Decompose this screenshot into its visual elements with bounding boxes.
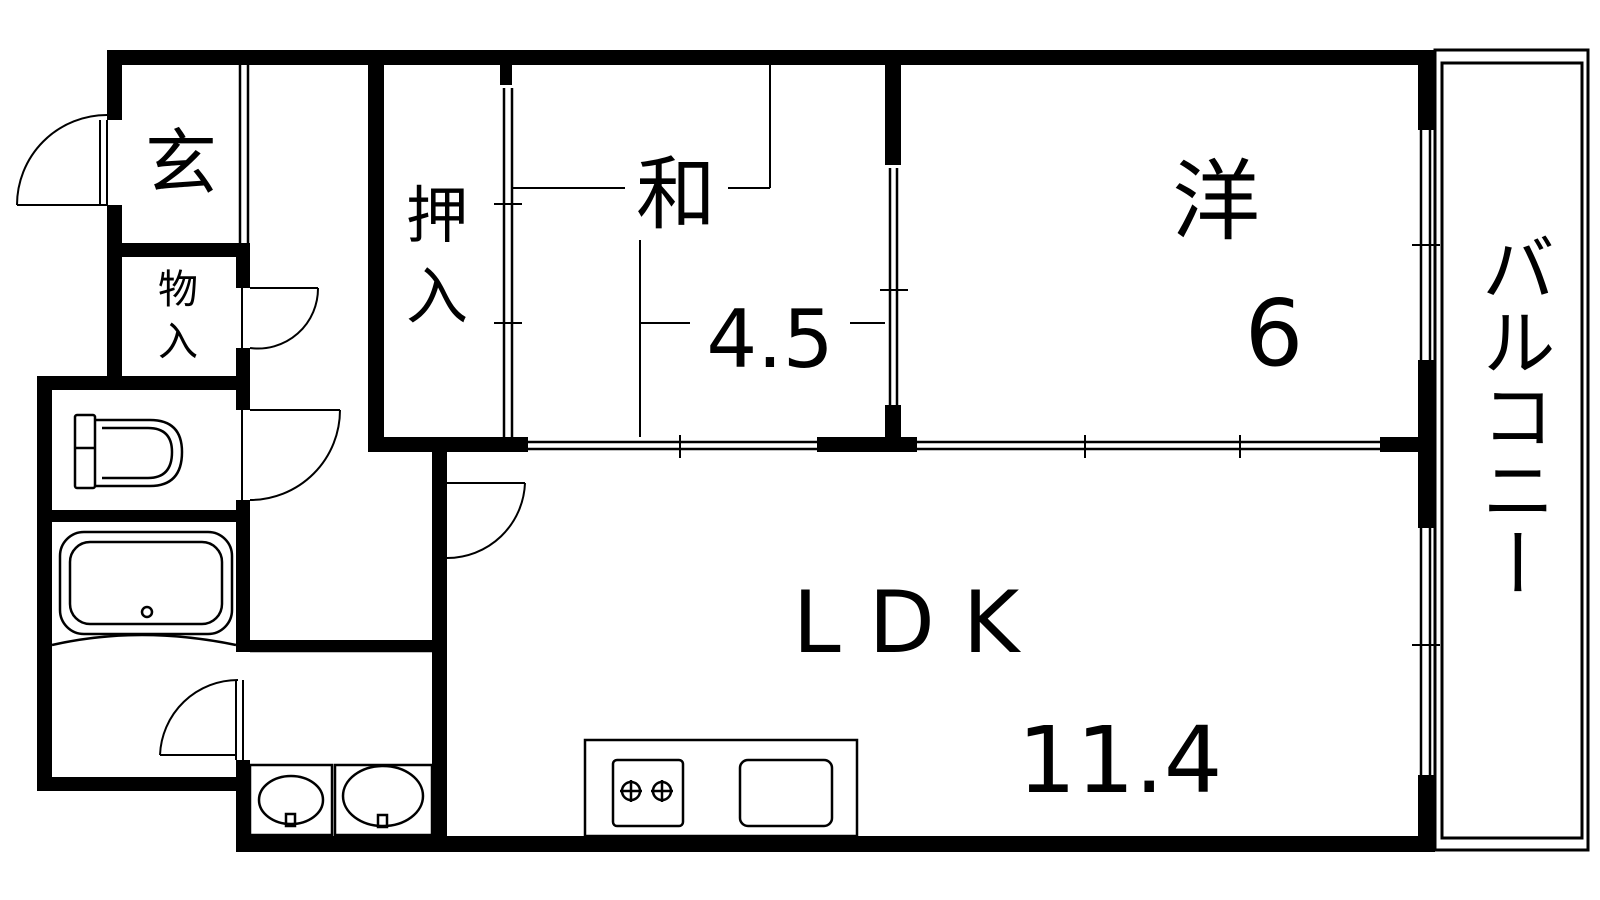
wall-mid-a [817,437,917,452]
wall-wet-top [37,376,250,390]
wall-top [107,50,1435,65]
windows [238,65,1432,775]
stove-icon [611,758,685,828]
storage-label-1: 物 [158,267,198,313]
wall-left-mid [107,205,122,380]
kitchen-counter [583,738,859,838]
japanese-room-label: 和 [636,148,716,241]
wall-bottom [236,836,1435,852]
toilet-icon [73,413,184,490]
window-ticks [494,203,1440,646]
storage-label-2: 入 [158,319,198,365]
bathtub-icon [51,530,237,647]
wall-closet-left [368,50,384,452]
entrance-label: 玄 [145,121,217,205]
washroom-door-arc [159,679,239,756]
walls [37,50,1435,852]
wall-right-c [1418,775,1434,852]
wall-closet-top-stub [500,50,512,85]
wall-wet-left [37,376,52,791]
wall-right-a [1418,50,1434,130]
washbasin-icon [248,763,434,837]
japanese-room-size: 4.5 [706,293,833,386]
wall-toilet-bottom [37,510,250,522]
tatami-lines [512,65,885,437]
doors [16,114,526,760]
balcony-outline [1433,48,1590,852]
wall-storage-right [236,243,250,288]
closet-label-2: 入 [406,260,468,333]
western-room-label: 洋 [1172,150,1260,253]
wall-entrance-bottom [107,243,249,257]
wall-mid-b [1380,437,1420,452]
wall-wet-bottom [37,777,250,791]
toilet-door-arc [249,409,341,501]
front-door-arc [16,114,108,206]
wall-corridor-right [432,460,447,852]
wall-room-divider-top [885,50,901,165]
sink-icon [738,758,834,828]
wall-closet-bottom [368,437,528,452]
wall-wet-right-b [236,500,250,650]
wall-left-upper [107,50,122,120]
storage-door-arc [249,287,320,350]
wall-right-b [1418,360,1434,528]
western-room-size: 6 [1245,280,1304,387]
balcony-label: バルコニー [1469,230,1555,600]
ldk-door-arc [446,482,526,559]
ldk-label: LDK [793,573,1048,673]
ldk-size: 11.4 [1018,707,1223,814]
wall-wet-right-a [236,376,250,410]
wall-storage-right-lower [236,348,250,383]
closet-label-1: 押 [406,179,468,252]
wall-corridor-right-top [432,437,447,465]
wall-wet-right-c [236,760,250,850]
